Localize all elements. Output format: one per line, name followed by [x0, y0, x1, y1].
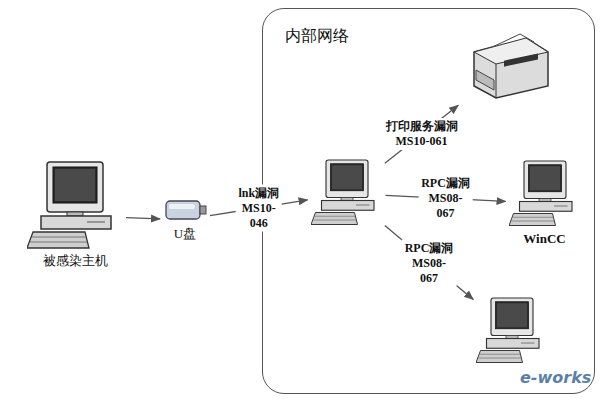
vulnerability-label: lnk漏洞 MS10-046 [235, 184, 282, 231]
desktop-case [41, 216, 111, 229]
printer-node [460, 30, 556, 104]
network-region: 内部网络 WinCC [262, 8, 595, 394]
node-label: 被感染主机 [41, 252, 110, 270]
attack-arrow [126, 218, 160, 219]
monitor-screen [330, 163, 363, 190]
keyboard [311, 212, 358, 224]
printer-icon [460, 30, 556, 102]
paper-tray [476, 70, 494, 90]
computer-node: 被感染主机 [27, 160, 123, 272]
key-row [32, 237, 86, 238]
pc-icon [476, 296, 548, 366]
key-row [479, 353, 520, 354]
computer-node: WinCC [509, 158, 581, 250]
keyboard [476, 350, 523, 362]
node-label: 内部网络 [283, 25, 351, 46]
usb-drive-node: U盘 [163, 195, 207, 245]
desktop-case [486, 338, 539, 348]
monitor-screen [528, 164, 561, 191]
monitor-screen [495, 301, 528, 328]
key-row [478, 357, 521, 358]
usb-highlight [169, 204, 195, 209]
vulnerability-label: 打印服务漏洞 MS10-061 [383, 118, 461, 150]
drive-slot [356, 204, 370, 205]
attack-arrow [385, 226, 473, 300]
monitor-case [326, 160, 368, 198]
usb-body [166, 201, 200, 219]
screen-glass [497, 303, 527, 327]
keyboard [27, 232, 89, 248]
node-label: U盘 [172, 225, 198, 243]
monitor-case [524, 161, 566, 199]
drive-slot [554, 205, 568, 206]
usb-icon [163, 195, 207, 225]
drive-slot [87, 222, 105, 223]
computer-node [476, 296, 548, 368]
attack-arrow [210, 200, 308, 216]
key-row [314, 215, 355, 216]
computer-node [311, 158, 383, 230]
key-row [30, 242, 87, 243]
printer-body [474, 38, 548, 98]
desktop-case [519, 201, 572, 211]
keyboard [509, 213, 556, 225]
key-row [313, 219, 356, 220]
printer-edge [495, 64, 496, 98]
monitor-case [47, 162, 103, 212]
monitor-screen [53, 167, 97, 203]
pc-icon [509, 158, 581, 230]
desktop-case [321, 200, 374, 210]
vulnerability-label: RPC漏洞 MS08-067 [402, 239, 457, 286]
paper-slot [504, 53, 538, 66]
attack-arrow [385, 105, 458, 163]
key-row [511, 220, 554, 221]
attack-arrow [385, 195, 505, 201]
screen-glass [530, 166, 560, 190]
watermark: e-works [520, 368, 591, 387]
vulnerability-label: RPC漏洞 MS08-067 [418, 175, 473, 222]
key-row [512, 216, 553, 217]
pc-icon [311, 158, 383, 228]
usb-plug [200, 206, 206, 214]
monitor-case [491, 298, 533, 336]
pc-icon [27, 160, 123, 252]
drive-slot [521, 342, 535, 343]
screen-glass [55, 169, 95, 201]
node-label: WinCC [521, 230, 567, 248]
screen-glass [332, 165, 362, 189]
